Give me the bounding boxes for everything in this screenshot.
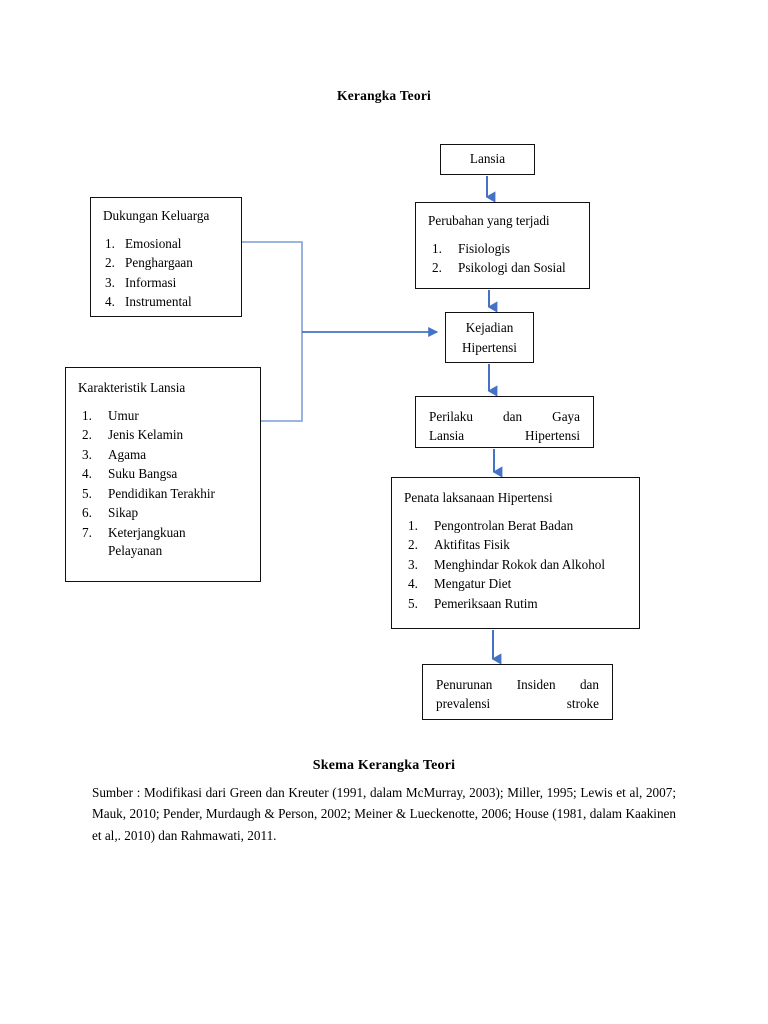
box-kejadian-line1: Kejadian — [465, 319, 514, 335]
box-penurunan-line1: Penurunan Insiden dan — [436, 677, 599, 692]
list-item: Penghargaan — [105, 253, 193, 272]
list-item: Agama — [82, 445, 147, 464]
box-lansia: Lansia — [440, 144, 535, 175]
box-karakteristik-lansia-heading: Karakteristik Lansia — [78, 380, 186, 395]
connector-left-boxes-to-kejadian — [242, 241, 439, 422]
list-item: Fisiologis — [432, 239, 511, 258]
box-kejadian-line2: Hipertensi — [462, 339, 517, 355]
list-item: Aktifitas Fisik — [408, 535, 510, 554]
box-penata-laksanaan-hipertensi: Penata laksanaan Hipertensi Pengontrolan… — [391, 477, 640, 629]
box-penurunan-line2: prevalensi stroke — [436, 695, 599, 711]
box-penata-list: Pengontrolan Berat Badan Aktifitas Fisik… — [404, 516, 628, 614]
list-item: Sikap — [82, 503, 139, 522]
list-item: Umur — [82, 406, 139, 425]
box-perubahan-heading: Perubahan yang terjadi — [428, 213, 550, 228]
box-perubahan-list: Fisiologis Psikologi dan Sosial — [428, 239, 578, 278]
box-penurunan-insiden: Penurunan Insiden dan prevalensi stroke — [422, 664, 613, 720]
list-item: Mengatur Diet — [408, 574, 512, 593]
source-line-2: Lewis et al, 2007; Mauk, 2010; Pender, M… — [92, 785, 676, 822]
list-item: Menghindar Rokok dan Alkohol — [408, 555, 606, 574]
box-perilaku-dan-gaya: Perilaku dan Gaya Lansia Hipertensi — [415, 396, 594, 448]
list-item: Informasi — [105, 273, 177, 292]
source-line-3: 2006; House (1981, dalam Kaakinen et al,… — [92, 806, 676, 843]
list-item: Jenis Kelamin — [82, 425, 184, 444]
page-title: Kerangka Teori — [337, 88, 431, 103]
list-item: Pemeriksaan Rutim — [408, 594, 538, 613]
box-dukungan-keluarga-heading: Dukungan Keluarga — [103, 208, 210, 223]
list-item: Instrumental — [105, 292, 192, 311]
source-line-1: Sumber : Modifikasi dari Green dan Kreut… — [92, 785, 577, 800]
source-note: Sumber : Modifikasi dari Green dan Kreut… — [92, 782, 676, 846]
list-item: Keterjangkuan — [82, 523, 186, 542]
box-karakteristik-lansia: Karakteristik Lansia Umur Jenis Kelamin … — [65, 367, 261, 582]
box-lansia-heading: Lansia — [469, 151, 506, 167]
box-dukungan-keluarga: Dukungan Keluarga Emosional Penghargaan … — [90, 197, 242, 317]
box-penata-heading: Penata laksanaan Hipertensi — [404, 490, 553, 505]
list-item: Psikologi dan Sosial — [432, 258, 566, 277]
box-perilaku-line1: Perilaku dan Gaya — [429, 409, 580, 424]
box-perilaku-line2: Lansia Hipertensi — [429, 427, 580, 443]
box-perubahan-yang-terjadi: Perubahan yang terjadi Fisiologis Psikol… — [415, 202, 590, 289]
list-item: Suku Bangsa — [82, 464, 178, 483]
box-karakteristik-lansia-list: Umur Jenis Kelamin Agama Suku Bangsa Pen… — [78, 406, 249, 543]
figure-caption: Skema Kerangka Teori — [312, 758, 456, 773]
box-dukungan-keluarga-list: Emosional Penghargaan Informasi Instrume… — [103, 234, 230, 312]
box-kejadian-hipertensi: Kejadian Hipertensi — [445, 312, 534, 363]
list-item: Pengontrolan Berat Badan — [408, 516, 574, 535]
list-item-continuation: Pelayanan — [108, 543, 163, 559]
list-item: Emosional — [105, 234, 182, 253]
list-item: Pendidikan Terakhir — [82, 484, 215, 503]
